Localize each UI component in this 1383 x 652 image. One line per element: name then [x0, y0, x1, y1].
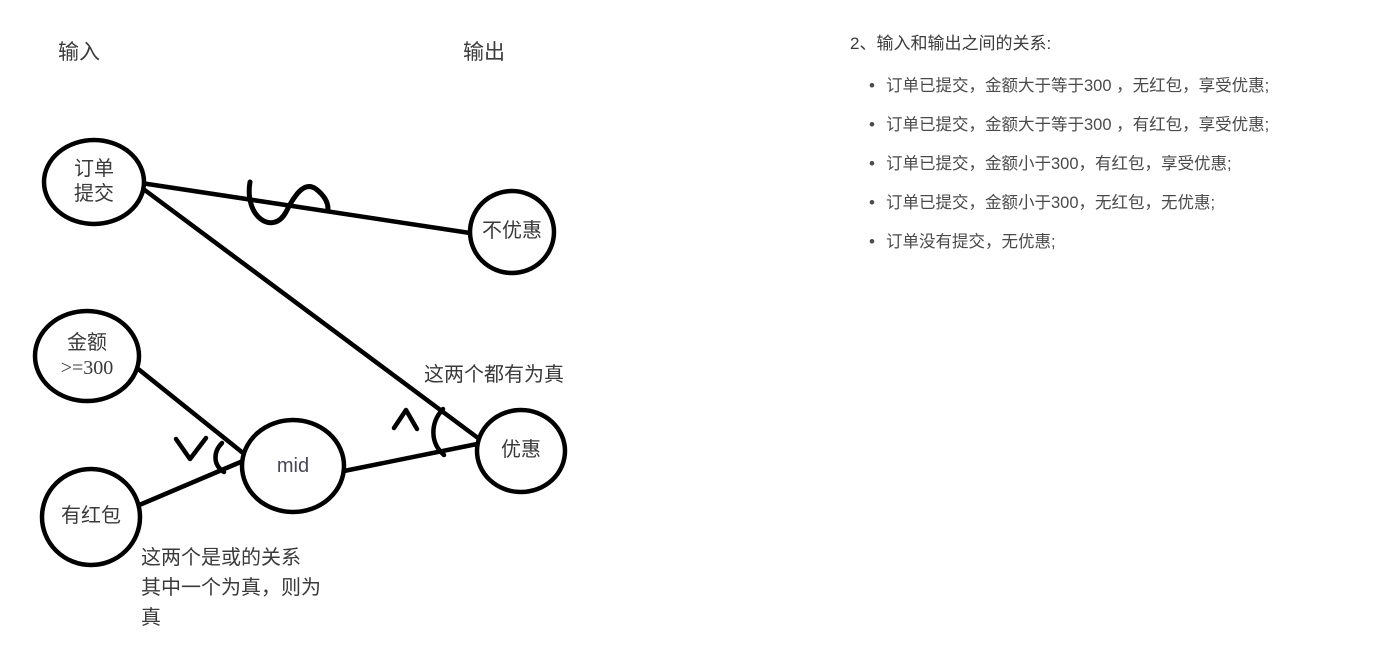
diagram-canvas: 输入 输出: [32, 40, 568, 629]
list-item-text: 订单已提交，金额小于300，有红包，享受优惠;: [886, 155, 1232, 173]
annotation-or-note: 这两个是或的关系 其中一个为真，则为 真: [141, 547, 321, 629]
not-icon: [246, 179, 331, 226]
bullet-icon: •: [869, 154, 875, 173]
or-grouping-arc: [213, 440, 227, 475]
edge-redpacket-to-mid: [134, 455, 253, 509]
list-item: • 订单已提交，金额大于等于300 ，无红包，享受优惠;: [869, 76, 1270, 96]
edge-mid-to-discount: [341, 440, 485, 474]
bullet-icon: •: [869, 76, 875, 95]
nodes-group: [32, 137, 568, 568]
node-mid[interactable]: [239, 417, 347, 515]
diagram-graphics: [32, 137, 568, 568]
list-item: • 订单已提交，金额小于300，有红包，享受优惠;: [869, 154, 1269, 174]
column-header-input: 输入: [58, 40, 100, 64]
edge-amount-to-mid: [134, 365, 251, 460]
edge-order-to-no-discount: [138, 180, 473, 236]
edge-order-to-discount: [139, 185, 481, 441]
and-grouping-arc: [431, 406, 447, 458]
or-icon: [173, 435, 209, 462]
bullet-icon: •: [869, 115, 875, 134]
list-item: • 订单已提交，金额大于等于300 ，有红包，享受优惠;: [869, 115, 1270, 135]
relations-heading: 2、输入和输出之间的关系:: [850, 34, 1052, 53]
bullet-icon: •: [869, 193, 875, 212]
node-amount-ge-300[interactable]: [32, 308, 142, 404]
node-discount[interactable]: [474, 407, 568, 495]
edges-group: [134, 180, 485, 509]
node-order-submitted[interactable]: [41, 137, 147, 227]
list-item: • 订单没有提交，无优惠;: [869, 232, 1269, 252]
node-has-red-packet[interactable]: [39, 466, 143, 568]
annotation-and-note: 这两个都有为真: [424, 364, 564, 386]
relations-list: • 订单已提交，金额大于等于300 ，无红包，享受优惠; • 订单已提交，金额大…: [858, 76, 1269, 271]
operator-marks-group: [173, 179, 447, 475]
column-header-output: 输出: [463, 40, 505, 64]
relations-text-panel: 2、输入和输出之间的关系: • 订单已提交，金额大于等于300 ，无红包，享受优…: [830, 0, 1383, 652]
list-item-text: 订单已提交，金额小于300，无红包，无优惠;: [886, 194, 1216, 212]
list-item: • 订单已提交，金额小于300，无红包，无优惠;: [869, 193, 1269, 213]
node-no-discount[interactable]: [467, 188, 557, 276]
and-icon: [391, 407, 420, 432]
list-item-text: 订单已提交，金额大于等于300 ，有红包，享受优惠;: [886, 116, 1270, 134]
list-item-text: 订单没有提交，无优惠;: [886, 233, 1056, 251]
list-item-text: 订单已提交，金额大于等于300 ，无红包，享受优惠;: [886, 77, 1270, 95]
bullet-icon: •: [869, 232, 875, 251]
